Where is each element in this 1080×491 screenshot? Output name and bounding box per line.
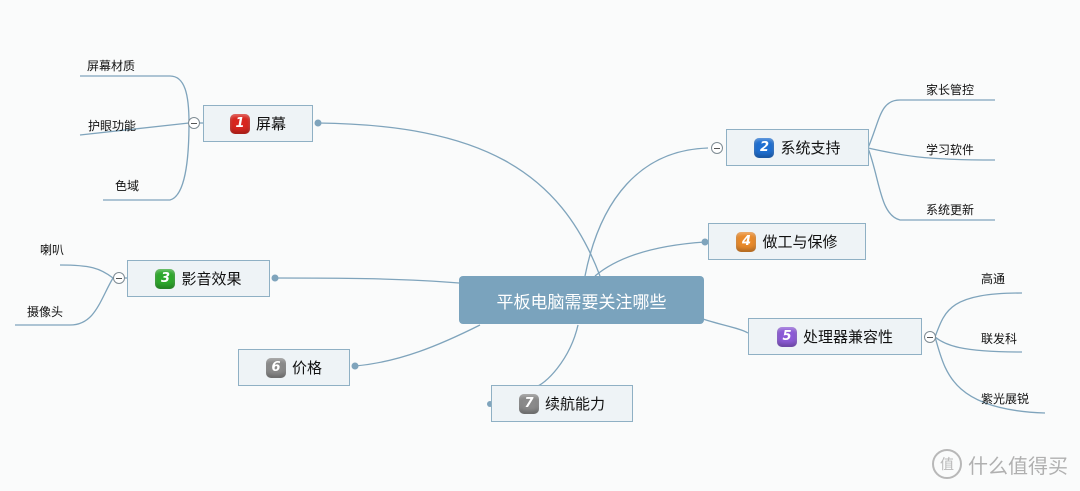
number-badge-7-icon: 7 (518, 393, 539, 414)
number-badge-4-icon: 4 (736, 231, 757, 252)
topic-label: 价格 (291, 359, 322, 377)
leaf-eye-protection[interactable]: 护眼功能 (88, 119, 137, 133)
topic-system-support[interactable]: 2 系统支持 (726, 129, 869, 166)
topic-label: 系统支持 (780, 139, 841, 157)
topic-label: 屏幕 (255, 115, 286, 133)
leaf-qualcomm[interactable]: 高通 (981, 272, 1006, 286)
leaf-mediatek[interactable]: 联发科 (981, 332, 1018, 346)
leaf-unisoc[interactable]: 紫光展锐 (981, 392, 1030, 406)
leaf-parental-control[interactable]: 家长管控 (926, 83, 975, 97)
watermark-text: 什么值得买 (968, 453, 1068, 478)
number-badge-5-icon: 5 (776, 326, 797, 347)
topic-label: 续航能力 (544, 395, 605, 413)
topic-audio-video[interactable]: 3 影音效果 (127, 260, 270, 297)
topic-label: 影音效果 (181, 270, 242, 288)
topic-processor-compat[interactable]: 5 处理器兼容性 (748, 318, 922, 355)
number-badge-6-icon: 6 (265, 357, 286, 378)
number-badge-3-icon: 3 (155, 268, 176, 289)
topic-battery-life[interactable]: 7 续航能力 (491, 385, 633, 422)
leaf-color-gamut[interactable]: 色域 (115, 179, 140, 193)
number-badge-1-icon: 1 (229, 113, 250, 134)
leaf-speaker[interactable]: 喇叭 (40, 243, 65, 257)
topic-label: 做工与保修 (762, 233, 838, 251)
number-badge-2-icon: 2 (754, 137, 775, 158)
watermark: 值 什么值得买 (932, 449, 1068, 479)
collapse-toggle-icon[interactable] (113, 272, 125, 284)
leaf-system-update[interactable]: 系统更新 (926, 203, 975, 217)
collapse-toggle-icon[interactable] (711, 142, 723, 154)
central-topic-label: 平板电脑需要关注哪些 (496, 292, 667, 313)
central-topic[interactable]: 平板电脑需要关注哪些 (459, 276, 704, 324)
topic-screen[interactable]: 1 屏幕 (203, 105, 313, 142)
collapse-toggle-icon[interactable] (188, 117, 200, 129)
smzdm-logo-icon: 值 (932, 449, 962, 479)
leaf-learning-software[interactable]: 学习软件 (926, 143, 975, 157)
leaf-camera[interactable]: 摄像头 (27, 305, 64, 319)
topic-label: 处理器兼容性 (802, 328, 893, 346)
leaf-screen-material[interactable]: 屏幕材质 (87, 59, 136, 73)
collapse-toggle-icon[interactable] (924, 331, 936, 343)
topic-price[interactable]: 6 价格 (238, 349, 350, 386)
topic-build-warranty[interactable]: 4 做工与保修 (708, 223, 866, 260)
